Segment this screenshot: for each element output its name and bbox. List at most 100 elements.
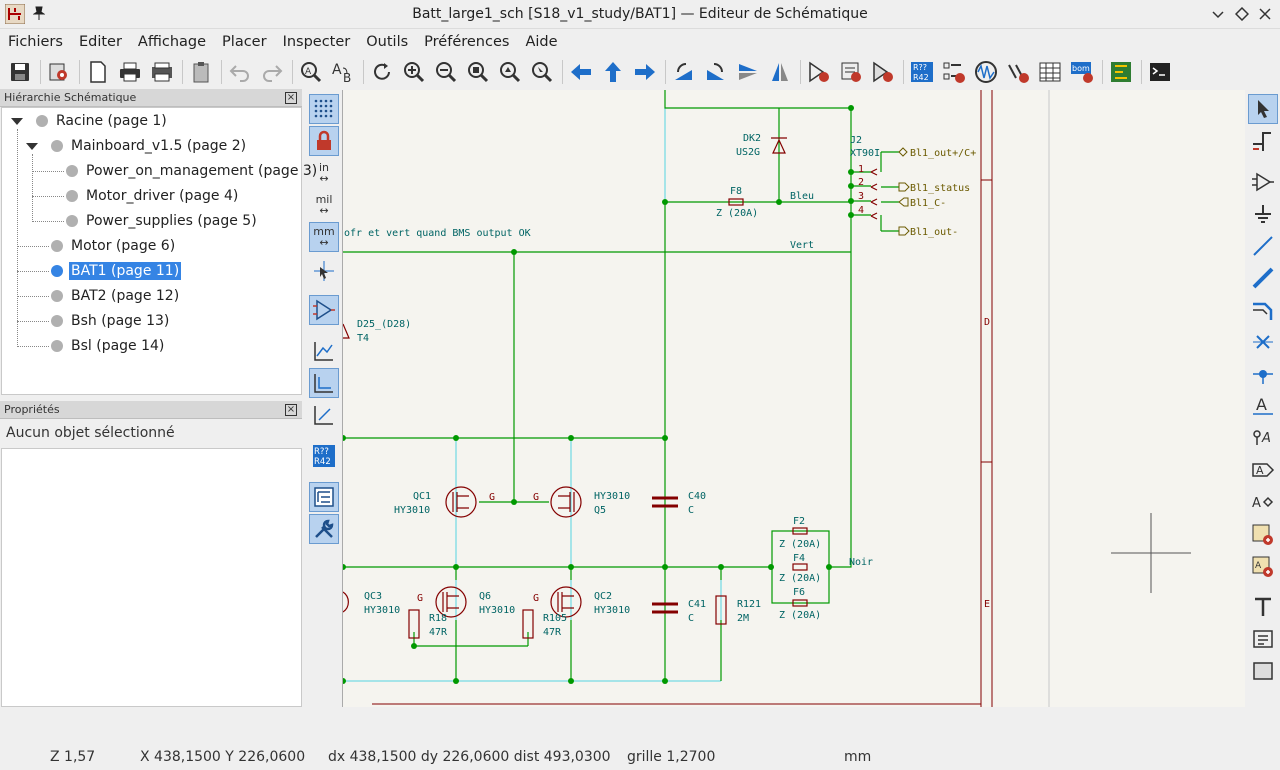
minimize-icon[interactable]	[1211, 7, 1225, 21]
hierarchy-navigator-toggle[interactable]	[309, 482, 339, 512]
tree-item-power-on-management[interactable]: Power_on_management (page 3)	[66, 160, 319, 182]
tree-item-racine[interactable]: Racine (page 1)	[36, 110, 169, 132]
net-wires	[343, 90, 899, 681]
schematic-setup-icon	[49, 63, 67, 81]
symbol-fields-table-button[interactable]	[1036, 58, 1064, 86]
tree-item-power-supplies[interactable]: Power_supplies (page 5)	[66, 210, 259, 232]
annotation-toggle-button[interactable]: R??R42	[309, 441, 339, 471]
menu-placer[interactable]: Placer	[222, 34, 267, 50]
line-mode-free-button[interactable]	[309, 336, 339, 366]
schematic-canvas[interactable]: D E	[342, 90, 1245, 707]
sheet-border	[372, 90, 993, 707]
zoom-out-button[interactable]	[432, 58, 460, 86]
label-bl1-c-minus: Bl1_C-	[910, 198, 946, 209]
add-hierarchical-label-button[interactable]: A	[1248, 487, 1278, 517]
add-rectangle-button[interactable]	[1248, 656, 1278, 686]
toggle-grid-button[interactable]	[309, 94, 339, 124]
menu-preferences[interactable]: Préférences	[424, 34, 510, 50]
add-text-button[interactable]	[1248, 592, 1278, 622]
tree-item-bsl[interactable]: Bsl (page 14)	[51, 335, 166, 357]
maximize-icon[interactable]	[1235, 7, 1249, 21]
symbol-editor-button[interactable]	[837, 58, 865, 86]
simulator-button[interactable]	[972, 58, 1000, 86]
tree-item-motor[interactable]: Motor (page 6)	[51, 235, 177, 257]
symbol-browser-button[interactable]	[869, 58, 897, 86]
no-connect-button[interactable]	[1248, 327, 1278, 357]
tree-item-bsh[interactable]: Bsh (page 13)	[51, 310, 171, 332]
add-textbox-button[interactable]	[1248, 624, 1278, 654]
pcb-editor-button[interactable]	[1107, 58, 1135, 86]
mirror-h-button[interactable]	[766, 58, 794, 86]
close-properties-panel-button[interactable]: ×	[285, 404, 297, 416]
tree-item-bat2[interactable]: BAT2 (page 12)	[51, 285, 181, 307]
navigate-up-button[interactable]	[599, 58, 627, 86]
line-mode-45-button[interactable]	[309, 400, 339, 430]
navigate-back-button[interactable]	[567, 58, 595, 86]
highlight-net-button[interactable]	[1248, 126, 1278, 156]
zoom-fit-button[interactable]	[464, 58, 492, 86]
add-power-button[interactable]	[1248, 199, 1278, 229]
menu-fichiers[interactable]: Fichiers	[8, 34, 63, 50]
rotate-ccw-button[interactable]	[670, 58, 698, 86]
label-bl1-out-plus: Bl1_out+/C+	[910, 148, 976, 159]
annotate-button[interactable]: R??R42	[908, 58, 936, 86]
add-label-button[interactable]: A	[1248, 391, 1278, 421]
units-mils-button[interactable]: mil↔	[315, 193, 333, 217]
mirror-v-button[interactable]	[734, 58, 762, 86]
zoom-selection-button[interactable]	[528, 58, 556, 86]
cursor-style-button[interactable]	[309, 256, 339, 286]
zoom-in-button[interactable]	[400, 58, 428, 86]
add-junction-button[interactable]	[1248, 359, 1278, 389]
rotate-cw-button[interactable]	[702, 58, 730, 86]
schematic-setup-button[interactable]	[45, 58, 73, 86]
refresh-button[interactable]	[368, 58, 396, 86]
plot-button[interactable]	[148, 58, 176, 86]
grid-lock-button[interactable]	[309, 126, 339, 156]
import-sheet-pin-button[interactable]: A	[1248, 551, 1278, 581]
pin-icon[interactable]	[33, 6, 45, 20]
add-symbol-button[interactable]	[1248, 167, 1278, 197]
add-net-class-directive-button[interactable]: A	[1248, 422, 1278, 452]
add-bus-entry-button[interactable]	[1248, 295, 1278, 325]
tree-item-mainboard[interactable]: Mainboard_v1.5 (page 2)	[51, 135, 248, 157]
add-wire-button[interactable]	[1248, 231, 1278, 261]
netlist-button[interactable]	[1004, 58, 1032, 86]
save-button[interactable]	[6, 58, 34, 86]
paste-button[interactable]	[187, 58, 215, 86]
zoom-objects-button[interactable]	[496, 58, 524, 86]
close-hierarchy-panel-button[interactable]: ×	[285, 92, 297, 104]
show-hidden-pins-button[interactable]	[309, 295, 339, 325]
menu-inspecter[interactable]: Inspecter	[282, 34, 351, 50]
assign-footprints-button[interactable]	[940, 58, 968, 86]
expand-arrow-icon[interactable]	[26, 143, 38, 150]
print-button[interactable]	[116, 58, 144, 86]
properties-panel-toggle[interactable]	[309, 514, 339, 544]
r121-ref: R121	[737, 599, 761, 610]
tree-item-bat1[interactable]: BAT1 (page 11)	[51, 260, 182, 282]
menu-outils[interactable]: Outils	[366, 34, 409, 50]
line-mode-90-button[interactable]	[309, 368, 339, 398]
menu-affichage[interactable]: Affichage	[137, 34, 207, 50]
close-icon[interactable]	[1258, 7, 1272, 21]
expand-arrow-icon[interactable]	[11, 118, 23, 125]
menu-aide[interactable]: Aide	[525, 34, 558, 50]
add-global-label-button[interactable]: A	[1248, 455, 1278, 485]
find-button[interactable]: A	[297, 58, 325, 86]
add-bus-button[interactable]	[1248, 263, 1278, 293]
navigate-forward-button[interactable]	[631, 58, 659, 86]
undo-button[interactable]	[226, 58, 254, 86]
tree-item-motor-driver[interactable]: Motor_driver (page 4)	[66, 185, 240, 207]
menu-editer[interactable]: Editer	[78, 34, 122, 50]
select-tool-button[interactable]	[1248, 94, 1278, 124]
redo-button[interactable]	[258, 58, 286, 86]
units-inches-button[interactable]: in↔	[318, 161, 330, 185]
find-icon: A	[301, 62, 322, 83]
page-settings-button[interactable]	[84, 58, 112, 86]
erc-button[interactable]	[805, 58, 833, 86]
scripting-console-button[interactable]	[1146, 58, 1174, 86]
bom-button[interactable]: bom	[1068, 58, 1096, 86]
add-sheet-button[interactable]	[1248, 519, 1278, 549]
units-mm-button[interactable]: mm↔	[309, 222, 339, 252]
